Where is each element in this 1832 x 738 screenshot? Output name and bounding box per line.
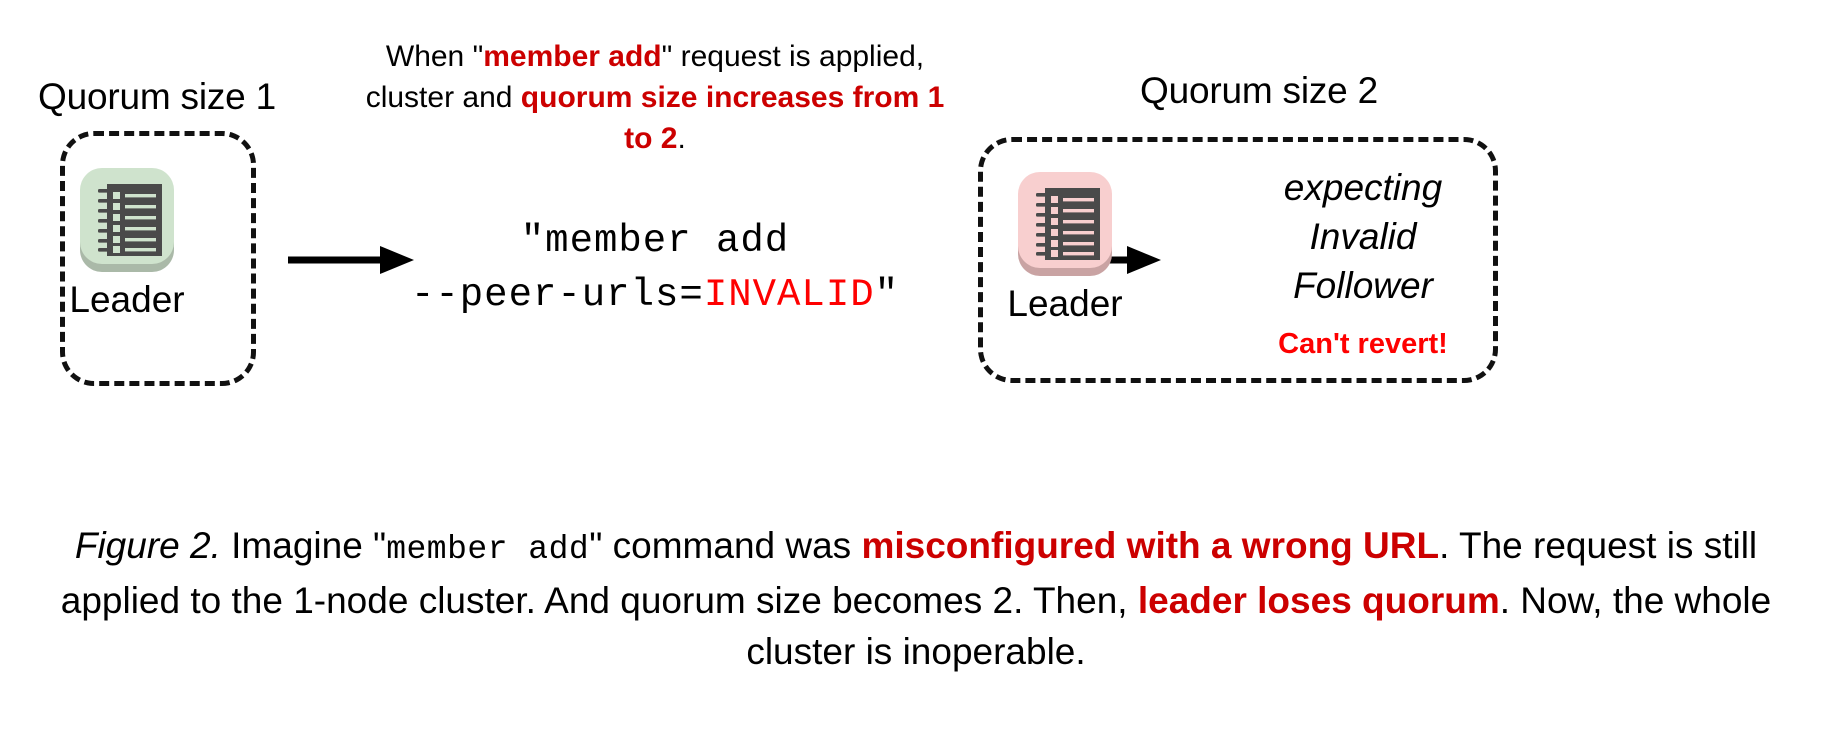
cant-revert-warning: Can't revert! — [1278, 328, 1448, 360]
command-line-2-suffix: " — [874, 273, 900, 317]
status-line-1: expecting — [1283, 167, 1443, 208]
left-cluster-box — [60, 131, 256, 386]
caption-text-1: Imagine " — [220, 525, 387, 566]
status-line-3: Follower — [1293, 265, 1433, 306]
left-node-plate — [80, 168, 174, 264]
status-line-2: Invalid — [1309, 216, 1417, 257]
command-invalid-token: INVALID — [703, 273, 875, 317]
annotation-part-3: . — [677, 122, 686, 155]
left-node-label: Leader — [69, 279, 185, 320]
right-status-block: expecting Invalid Follower Can't revert! — [1243, 163, 1483, 361]
command-line-2: --peer-urls=INVALID" — [400, 268, 910, 322]
caption-text-4: . Now, the whole cluster is inoperable. — [746, 580, 1772, 672]
caption-mono-command: member add — [386, 531, 590, 568]
figure-caption: Figure 2. Imagine "member add" command w… — [40, 520, 1792, 677]
command-line-2-prefix: --peer-urls= — [410, 273, 704, 317]
left-cluster-title: Quorum size 1 — [38, 76, 276, 117]
caption-emphasis-1: misconfigured with a wrong URL — [861, 525, 1440, 566]
left-node-icon-wrap — [77, 164, 177, 274]
right-node-plate — [1018, 172, 1112, 268]
annotation-emphasis-2: quorum size increases from 1 to 2 — [520, 81, 945, 155]
ledger-icon — [1036, 188, 1100, 260]
caption-emphasis-2: leader loses quorum — [1137, 580, 1500, 621]
ledger-icon — [98, 184, 162, 256]
arrow-right-1-icon — [288, 246, 414, 274]
annotation-text: When "member add" request is applied, cl… — [355, 36, 955, 159]
right-node-label: Leader — [1007, 283, 1123, 324]
caption-text-3: . The request is still applied to the 1-… — [60, 525, 1758, 621]
command-text: "member add --peer-urls=INVALID" — [400, 214, 910, 322]
right-leader-node: Leader — [985, 168, 1145, 326]
right-cluster-box — [978, 137, 1498, 383]
annotation-emphasis-1: member add — [483, 40, 662, 73]
right-cluster-title: Quorum size 2 — [1140, 70, 1378, 111]
annotation-part-2: " request is applied, cluster and — [365, 40, 925, 114]
caption-text-2: " command was — [589, 525, 862, 566]
right-node-icon-wrap — [1015, 168, 1115, 278]
command-line-1: "member add — [520, 219, 790, 263]
figure-number: Figure 2. — [74, 525, 221, 566]
left-leader-node: Leader — [47, 164, 207, 322]
annotation-part-1: When " — [385, 40, 484, 73]
